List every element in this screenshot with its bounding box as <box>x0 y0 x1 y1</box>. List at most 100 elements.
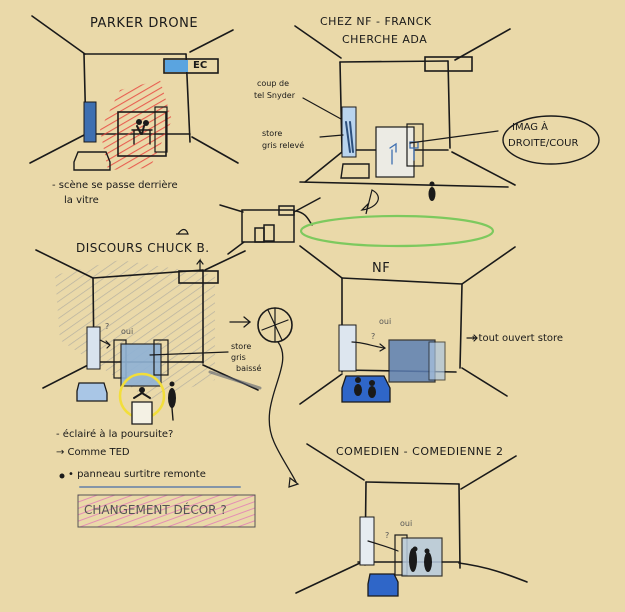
mini-perspective <box>293 197 321 213</box>
perspective-line <box>306 443 365 481</box>
blue-sofa <box>367 573 399 597</box>
arrow-right-icon <box>243 316 252 328</box>
wheel-spokes <box>261 307 289 343</box>
panel-comedien <box>295 443 528 597</box>
mini-perspective <box>227 241 245 255</box>
flow-connector <box>268 341 297 483</box>
store-panel <box>338 324 357 372</box>
sofa <box>76 382 108 402</box>
bubble-text-line1: IMAG À <box>512 122 549 133</box>
mini-surtitle <box>278 205 295 216</box>
perspective-line <box>304 151 343 183</box>
question-mark: ? <box>105 322 110 331</box>
glass-window <box>117 111 167 157</box>
perspective-line <box>35 249 94 279</box>
panel-title-nf: NF <box>372 261 391 276</box>
question-mark: ? <box>371 332 376 341</box>
oui-note: oui <box>121 327 134 336</box>
perspective-line <box>458 562 528 583</box>
act-label-outline <box>299 214 495 248</box>
perspective-line <box>454 28 511 61</box>
bubble-pointer <box>409 130 499 144</box>
arrow-right-icon <box>99 339 111 349</box>
note-pointer <box>319 134 344 138</box>
mini-panel <box>263 224 275 242</box>
arrow-head-icon <box>288 476 300 488</box>
seated-figures <box>354 377 376 398</box>
perspective-line <box>189 29 234 53</box>
panel-title-discours: DISCOURS CHUCK B. <box>76 241 210 255</box>
surtitle-tag: EC <box>193 60 208 71</box>
stage-edge <box>299 181 509 188</box>
perspective-line <box>461 367 508 397</box>
perspective-line <box>31 15 86 55</box>
perspective-line <box>299 245 343 279</box>
lectern <box>131 401 153 425</box>
door <box>428 341 446 381</box>
perspective-line <box>294 25 342 59</box>
surtitle-blue <box>165 60 188 72</box>
arrow-line <box>351 341 385 349</box>
arrow-right-icon <box>466 334 478 342</box>
note-parker-line1: - scène se passe derrière <box>52 180 178 191</box>
surtitle-panel <box>424 56 473 72</box>
note-store-down-line2: gris <box>231 353 246 362</box>
bubble-text-line2: DROITE/COUR <box>508 138 579 149</box>
door-right <box>153 339 169 376</box>
arrow-down-icon <box>360 189 379 215</box>
mini-pointer <box>295 210 313 226</box>
oui-note: oui <box>379 317 392 326</box>
bullet-like-ted: → Comme TED <box>56 447 130 458</box>
door <box>406 123 424 167</box>
bullet-dot <box>59 473 65 479</box>
note-phone-line2: tel Snyder <box>254 91 295 100</box>
panel-chez-nf <box>294 25 600 201</box>
lamp-icon <box>176 228 189 235</box>
back-wall-top <box>365 481 460 485</box>
note-store-line1: store <box>262 129 283 138</box>
speaker-figure <box>133 387 151 399</box>
panel-parker <box>29 15 239 171</box>
surtitle-panel <box>163 58 219 74</box>
note-phone-line1: coup de <box>257 79 289 88</box>
grey-shadow <box>208 370 262 390</box>
sofa <box>340 163 370 179</box>
note-store-down-line1: store <box>231 342 252 351</box>
sofa <box>73 151 111 171</box>
note-store-line2: gris relevé <box>262 141 305 150</box>
mini-panel <box>254 227 265 243</box>
oui-note: oui <box>400 519 413 528</box>
note-bubble <box>502 115 600 165</box>
scene-change-label: CHANGEMENT DÉCOR ? <box>84 503 227 517</box>
perspective-line <box>299 373 343 405</box>
mini-perspective <box>219 204 244 213</box>
perspective-line <box>42 361 95 389</box>
glass-window <box>375 126 415 178</box>
chair-sketch <box>389 142 397 165</box>
store-shading <box>345 121 354 153</box>
perspective-line <box>29 133 87 164</box>
store-panel <box>86 326 101 370</box>
note-parker-line2: la vitre <box>64 195 99 206</box>
store-panel <box>359 516 375 566</box>
bullet-lighting: - éclairé à la poursuite? <box>56 429 174 440</box>
figures-at-desk <box>131 119 153 145</box>
panel-title-chez-nf-line1: CHEZ NF - FRANCK <box>320 15 432 28</box>
note-pointer <box>149 351 229 356</box>
note-store-open: → tout ouvert store <box>467 333 564 344</box>
arrow-up-icon <box>196 258 204 271</box>
bullet-surtitle-panel: • panneau surtitre remonte <box>68 469 206 480</box>
glass-window <box>401 537 443 577</box>
perspective-line <box>460 455 517 490</box>
panel-nf <box>299 245 516 405</box>
perspective-line <box>191 136 239 164</box>
blue-panel <box>83 101 97 143</box>
perspective-line <box>451 151 516 186</box>
arrow-right-icon <box>379 343 387 352</box>
note-pointer <box>302 97 342 120</box>
note-store-down-line3: baissé <box>236 364 262 373</box>
back-wall-right <box>458 483 461 569</box>
grey-hatch-area <box>55 260 215 400</box>
panel-title-comedien: COMEDIEN - COMEDIENNE 2 <box>336 445 504 458</box>
back-wall-top <box>339 60 449 63</box>
